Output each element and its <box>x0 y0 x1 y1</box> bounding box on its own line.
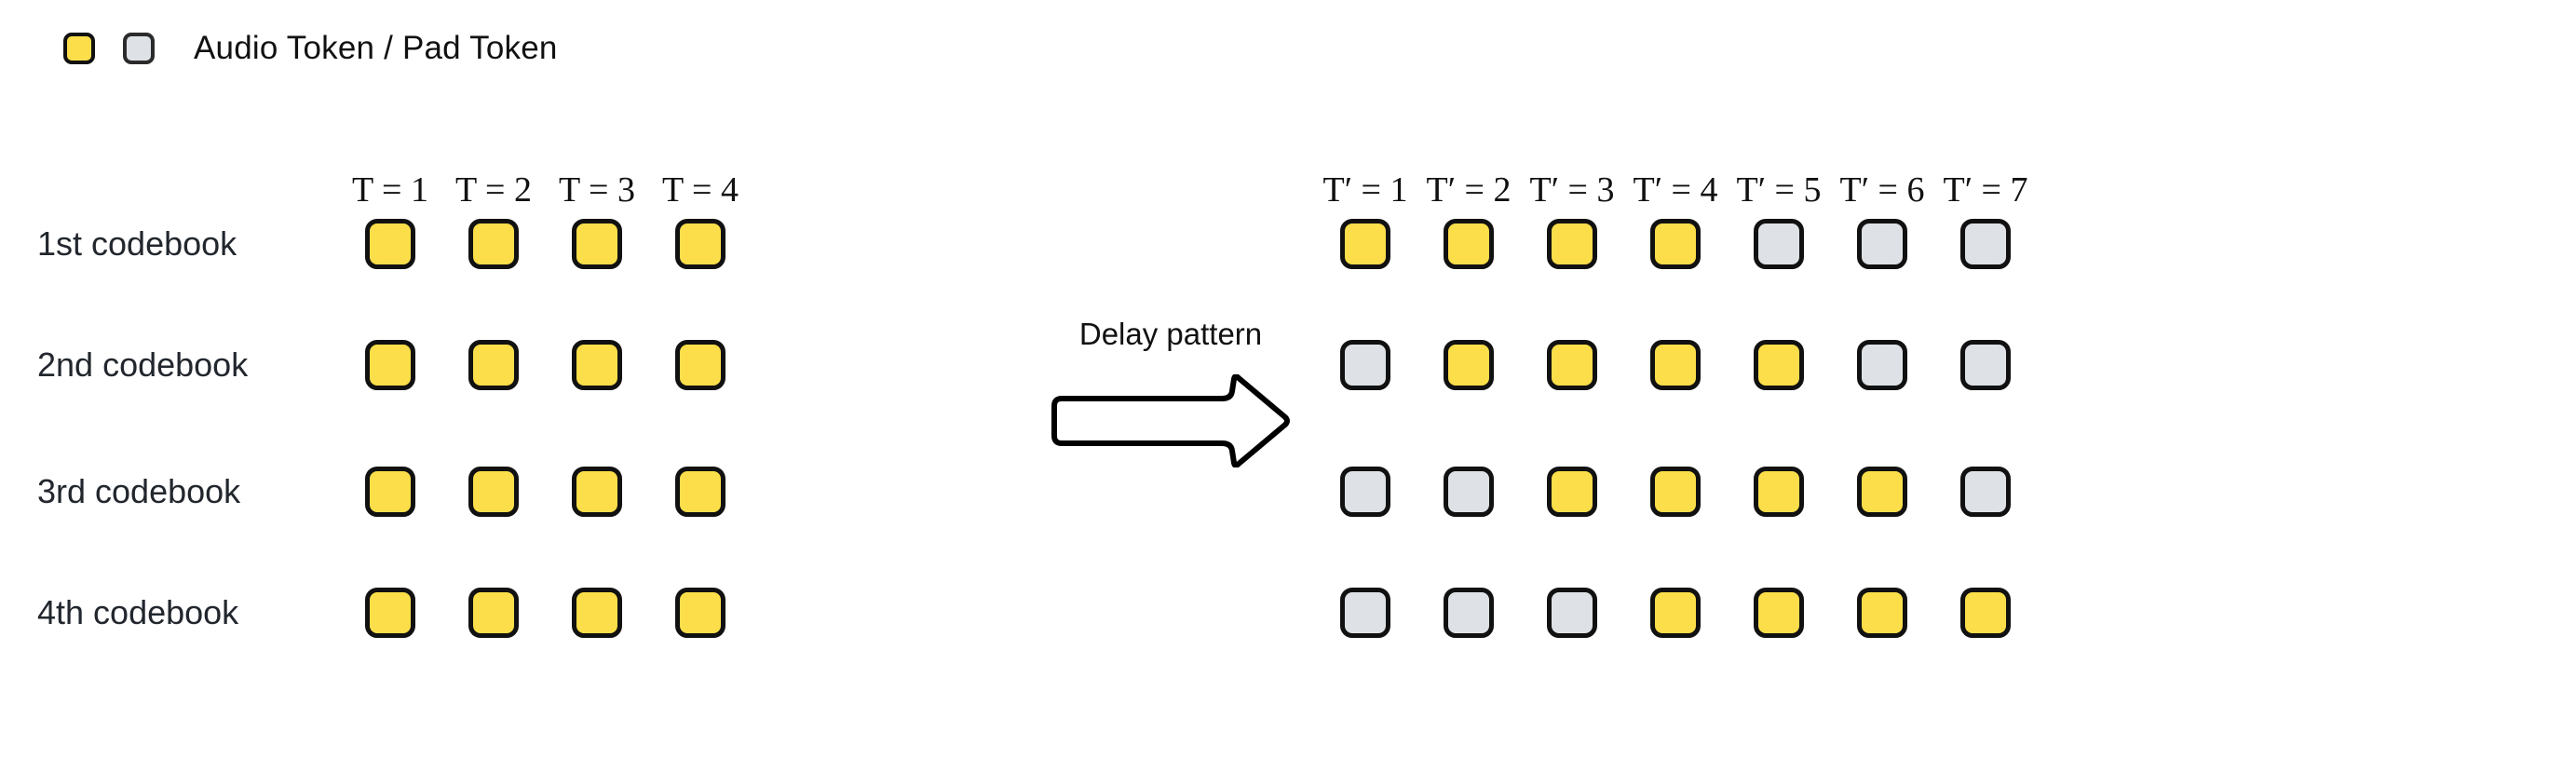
token-pad-right-r1c5 <box>1754 219 1804 269</box>
row-label-codebook-1: 1st codebook <box>37 224 237 263</box>
token-audio-right-r4c6 <box>1857 588 1907 638</box>
token-pad-right-r2c1 <box>1340 340 1390 390</box>
token-audio-right-r3c6 <box>1857 467 1907 517</box>
column-header-t-2: T = 2 <box>455 170 532 210</box>
delay-pattern-label: Delay pattern <box>1078 317 1263 351</box>
delay-pattern-annotation: Delay pattern <box>1045 317 1296 480</box>
token-audio-left-r1c4 <box>675 219 725 269</box>
token-audio-right-r1c2 <box>1444 219 1494 269</box>
token-audio-left-r2c1 <box>365 340 415 390</box>
token-audio-left-r1c1 <box>365 219 415 269</box>
token-audio-left-r4c4 <box>675 588 725 638</box>
token-audio-left-r4c3 <box>572 588 622 638</box>
token-audio-right-r4c4 <box>1650 588 1701 638</box>
token-audio-right-r2c4 <box>1650 340 1701 390</box>
token-audio-left-r3c1 <box>365 467 415 517</box>
token-audio-left-r3c3 <box>572 467 622 517</box>
token-pad-right-r1c6 <box>1857 219 1907 269</box>
token-pad-right-r2c7 <box>1960 340 2011 390</box>
token-audio-right-r3c4 <box>1650 467 1701 517</box>
token-audio-right-r4c7 <box>1960 588 2011 638</box>
token-audio-left-r2c2 <box>468 340 519 390</box>
column-header-tprime-2: T′ = 2 <box>1426 170 1512 210</box>
token-audio-right-r1c1 <box>1340 219 1390 269</box>
token-audio-right-r1c3 <box>1547 219 1597 269</box>
token-audio-left-r2c4 <box>675 340 725 390</box>
column-header-t-4: T = 4 <box>662 170 739 210</box>
column-header-tprime-4: T′ = 4 <box>1633 170 1718 210</box>
token-pad-right-r3c1 <box>1340 467 1390 517</box>
token-audio-right-r2c5 <box>1754 340 1804 390</box>
token-audio-left-r1c3 <box>572 219 622 269</box>
token-pad-right-r3c2 <box>1444 467 1494 517</box>
column-header-tprime-6: T′ = 6 <box>1839 170 1925 210</box>
token-audio-right-r3c5 <box>1754 467 1804 517</box>
token-audio-left-r4c2 <box>468 588 519 638</box>
right-block-arrow-icon <box>1051 374 1290 467</box>
row-label-codebook-2: 2nd codebook <box>37 345 249 384</box>
column-header-tprime-1: T′ = 1 <box>1322 170 1408 210</box>
column-header-t-1: T = 1 <box>352 170 428 210</box>
row-label-codebook-4: 4th codebook <box>37 593 239 631</box>
token-audio-left-r3c4 <box>675 467 725 517</box>
column-header-tprime-5: T′ = 5 <box>1736 170 1822 210</box>
token-audio-right-r1c4 <box>1650 219 1701 269</box>
token-audio-left-r3c2 <box>468 467 519 517</box>
token-pad-right-r4c2 <box>1444 588 1494 638</box>
pad-token-swatch <box>123 33 155 64</box>
token-pad-right-r3c7 <box>1960 467 2011 517</box>
token-audio-right-r2c2 <box>1444 340 1494 390</box>
token-audio-left-r4c1 <box>365 588 415 638</box>
legend-label: Audio Token / Pad Token <box>194 30 558 66</box>
column-header-t-3: T = 3 <box>559 170 635 210</box>
token-pad-right-r1c7 <box>1960 219 2011 269</box>
column-header-tprime-3: T′ = 3 <box>1529 170 1615 210</box>
row-label-codebook-3: 3rd codebook <box>37 472 241 510</box>
token-audio-right-r2c3 <box>1547 340 1597 390</box>
token-pad-right-r2c6 <box>1857 340 1907 390</box>
column-header-tprime-7: T′ = 7 <box>1943 170 2028 210</box>
token-audio-right-r3c3 <box>1547 467 1597 517</box>
legend: Audio Token / Pad Token <box>63 28 558 69</box>
token-audio-right-r4c5 <box>1754 588 1804 638</box>
token-pad-right-r4c3 <box>1547 588 1597 638</box>
token-audio-left-r2c3 <box>572 340 622 390</box>
token-audio-left-r1c2 <box>468 219 519 269</box>
audio-token-swatch <box>63 33 95 64</box>
token-pad-right-r4c1 <box>1340 588 1390 638</box>
